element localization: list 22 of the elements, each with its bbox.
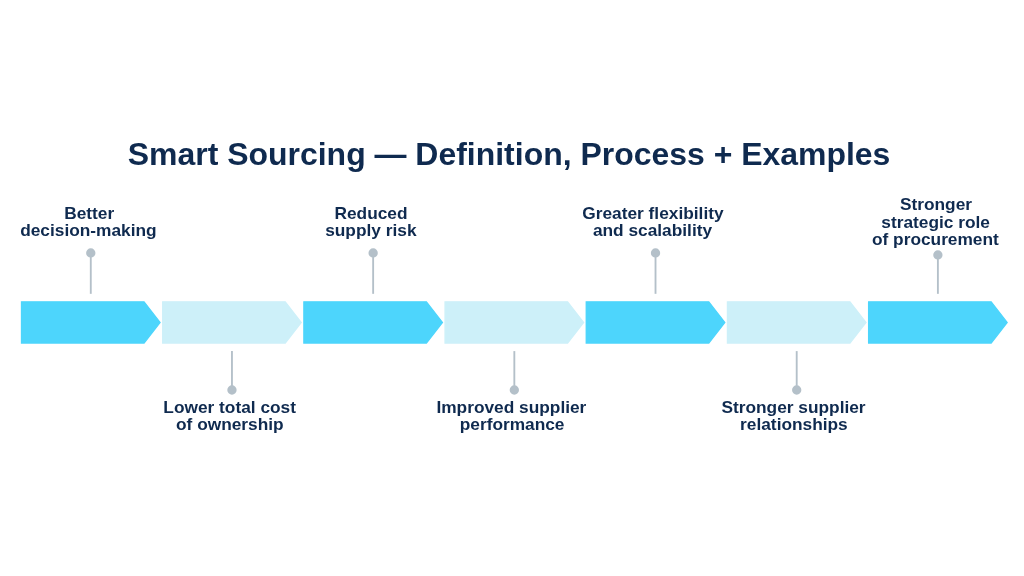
connector bbox=[86, 247, 96, 295]
node-chevron bbox=[726, 300, 867, 344]
node-text: Stronger supplier relationships bbox=[721, 396, 866, 434]
connector bbox=[509, 349, 519, 395]
node-chevron bbox=[303, 300, 444, 344]
node-text: Stronger strategic role of procurement bbox=[871, 193, 999, 249]
node-chevron bbox=[162, 300, 303, 344]
node-chevron bbox=[20, 300, 161, 344]
connector bbox=[227, 349, 237, 395]
diagram-title: Smart Sourcing — Definition, Process + Examples bbox=[127, 135, 891, 172]
node-chevron bbox=[867, 300, 1008, 344]
node-text: Better decision-making bbox=[20, 202, 157, 240]
connector bbox=[650, 247, 661, 295]
node-text: Improved supplier performance bbox=[436, 396, 587, 434]
connector bbox=[368, 247, 378, 295]
node-text: Reduced supply risk bbox=[325, 202, 417, 240]
node-chevron bbox=[585, 300, 726, 344]
node-text: Lower total cost of ownership bbox=[163, 396, 296, 434]
connector bbox=[933, 249, 943, 295]
node-text: Greater flexibility and scalability bbox=[582, 202, 724, 240]
node-chevron bbox=[444, 300, 585, 344]
connector bbox=[792, 349, 802, 395]
